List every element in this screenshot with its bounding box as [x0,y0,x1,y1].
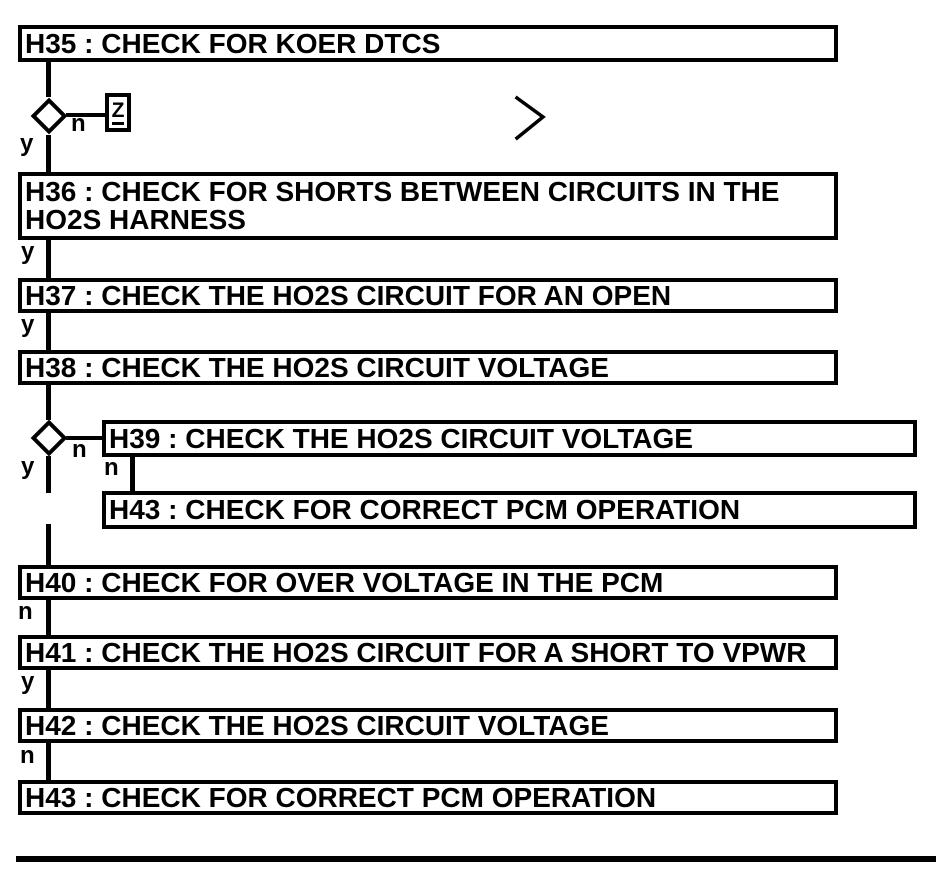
box-h41-label: H41 : CHECK THE HO2S CIRCUIT FOR A SHORT… [25,636,807,668]
box-h36: H36 : CHECK FOR SHORTS BETWEEN CIRCUITS … [18,172,838,240]
branch-label-h42-no: n [20,742,35,769]
connector-line [46,743,51,780]
connector-line [46,456,51,493]
connector-line [46,670,51,708]
decision-diamond-after-h35 [30,97,68,135]
connector-line [130,457,135,491]
box-h37: H37 : CHECK THE HO2S CIRCUIT FOR AN OPEN [18,278,838,313]
off-page-connector-z: Z [105,93,131,132]
branch-label-h35-no: n [71,110,86,137]
box-h43-upper-label: H43 : CHECK FOR CORRECT PCM OPERATION [109,494,741,525]
connector-line [46,600,51,635]
connector-line [46,313,51,350]
connector-line [46,135,51,172]
branch-label-h38-yes: y [21,453,35,480]
branch-label-h36-yes: y [21,238,35,265]
box-h36-label-line2: HO2S HARNESS [25,204,246,235]
box-h42: H42 : CHECK THE HO2S CIRCUIT VOLTAGE [18,708,838,743]
box-h43-lower: H43 : CHECK FOR CORRECT PCM OPERATION [18,780,838,815]
off-page-connector-z-label: Z [111,100,125,125]
box-h42-label: H42 : CHECK THE HO2S CIRCUIT VOLTAGE [25,709,609,741]
bottom-divider [16,856,936,862]
decision-diamond-after-h38 [30,419,68,457]
connector-line [46,385,51,420]
connector-line [46,62,51,97]
box-h35: H35 : CHECK FOR KOER DTCS [18,25,838,62]
box-h38: H38 : CHECK THE HO2S CIRCUIT VOLTAGE [18,350,838,385]
box-h38-label: H38 : CHECK THE HO2S CIRCUIT VOLTAGE [25,351,609,383]
branch-label-h35-yes: y [20,130,34,157]
box-h41: H41 : CHECK THE HO2S CIRCUIT FOR A SHORT… [18,635,838,670]
box-h40: H40 : CHECK FOR OVER VOLTAGE IN THE PCM [18,565,838,600]
connector-line [46,240,51,278]
box-h39-label: H39 : CHECK THE HO2S CIRCUIT VOLTAGE [109,422,693,454]
box-h40-label: H40 : CHECK FOR OVER VOLTAGE IN THE PCM [25,566,664,598]
box-h39: H39 : CHECK THE HO2S CIRCUIT VOLTAGE [102,420,917,457]
branch-label-h37-yes: y [21,311,35,338]
box-h43-lower-label: H43 : CHECK FOR CORRECT PCM OPERATION [25,781,657,813]
box-h36-label-line1: H36 : CHECK FOR SHORTS BETWEEN CIRCUITS … [25,176,780,207]
branch-label-h39-no: n [104,454,119,481]
box-h35-label: H35 : CHECK FOR KOER DTCS [25,27,441,59]
box-h43-upper: H43 : CHECK FOR CORRECT PCM OPERATION [102,491,917,529]
chevron-right-icon [514,95,546,141]
branch-label-h38-no: n [72,436,87,463]
connector-line [66,436,103,440]
connector-line [66,113,106,117]
box-h37-label: H37 : CHECK THE HO2S CIRCUIT FOR AN OPEN [25,279,672,311]
branch-label-h40-no: n [18,598,33,625]
connector-line [46,524,51,565]
branch-label-h41-yes: y [21,668,35,695]
